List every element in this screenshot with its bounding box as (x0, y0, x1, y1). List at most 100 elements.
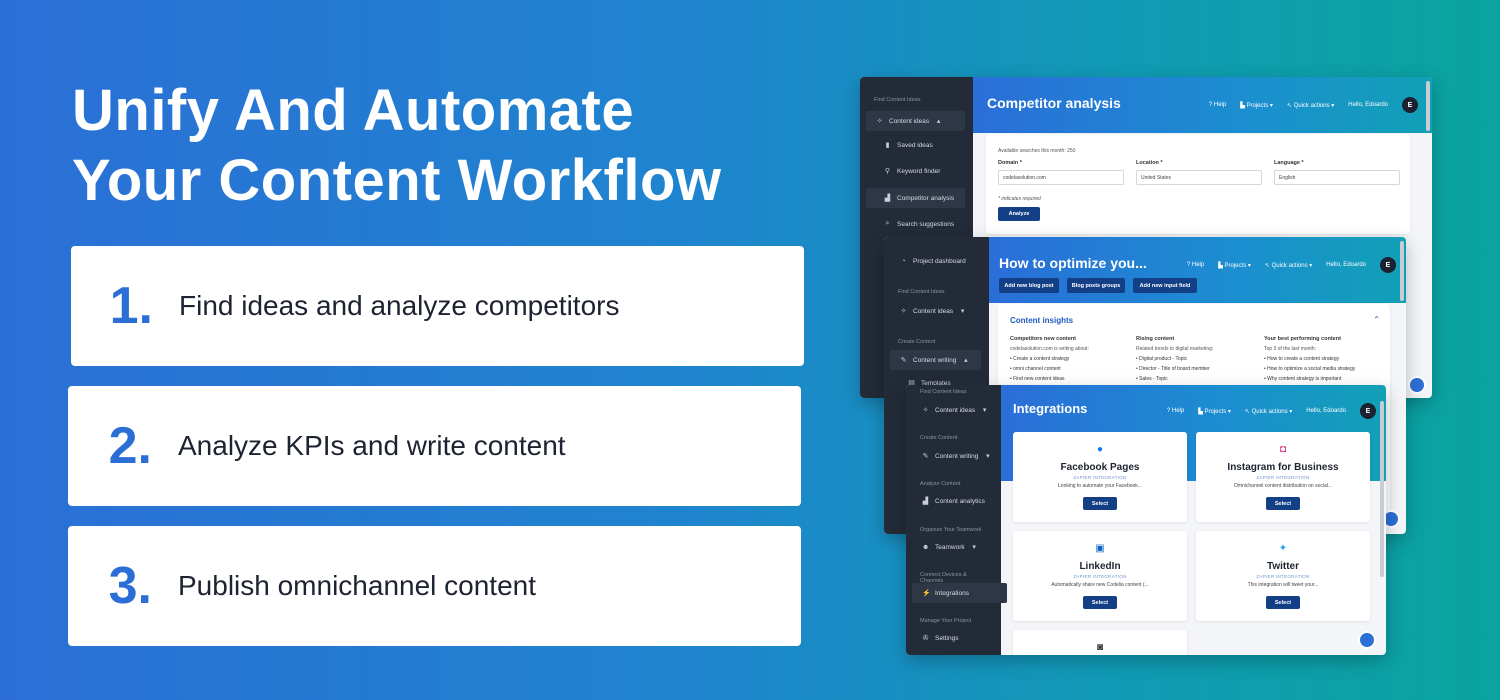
plug-icon: ⚡ (922, 590, 931, 597)
col3-list: • How to create a content strategy • How… (1264, 356, 1355, 386)
sidebar-item-content-writing[interactable]: ✎Content writing▾ (922, 452, 990, 461)
blog-posts-groups-button[interactable]: Blog posts groups (1067, 278, 1125, 293)
col3-heading: Your best performing content (1264, 336, 1341, 342)
sidebar-section-find: Find Content Ideas (898, 289, 945, 295)
chevron-down-icon: ▾ (972, 544, 976, 551)
projects-icon: ▙ (1218, 262, 1223, 269)
step-text: Analyze KPIs and write content (178, 430, 566, 461)
sidebar-item-integrations[interactable]: ⚡Integrations (912, 583, 1007, 603)
integration-desc: Automatically share new Codelia content … (1051, 582, 1149, 588)
select-button[interactable]: Select (1266, 596, 1300, 609)
scrollbar[interactable] (1400, 241, 1404, 301)
lightbulb-icon: ✧ (900, 308, 907, 315)
chevron-down-icon: ▾ (986, 453, 990, 460)
sidebar-section-manage: Manage Your Project (920, 618, 972, 624)
required-note: * indicates required (998, 196, 1041, 202)
col1-heading: Competitors new content (1010, 336, 1077, 342)
sidebar-item-saved-ideas[interactable]: ▮Saved ideas (885, 141, 933, 150)
list-item[interactable]: • Why content strategy is important (1264, 376, 1342, 382)
list-item[interactable]: • How to optimize a social media strateg… (1264, 366, 1356, 372)
step-card-1: 1. Find ideas and analyze competitors (71, 246, 804, 366)
col2-heading: Rising content (1136, 336, 1175, 342)
location-select[interactable]: United States (1136, 170, 1262, 185)
select-button[interactable]: Select (1083, 596, 1117, 609)
chart-icon: ▟ (922, 498, 929, 505)
help-link[interactable]: ? Help (1166, 408, 1185, 414)
select-button[interactable]: Select (1083, 497, 1117, 510)
step-text: Publish omnichannel content (178, 570, 537, 601)
header-nav: ? Help ▙ Projects ▾ ↖ Quick actions ▾ He… (1187, 257, 1396, 273)
sidebar-section-create: Create Content (920, 435, 958, 441)
greeting: Hello, Edoardo (1306, 408, 1346, 414)
facebook-icon: ● (1096, 444, 1104, 455)
chat-icon[interactable] (1408, 376, 1426, 394)
chat-icon[interactable] (1358, 631, 1376, 649)
scrollbar[interactable] (1426, 81, 1430, 131)
integration-name: Facebook Pages (1060, 462, 1140, 473)
list-item[interactable]: • Find new content ideas (1010, 376, 1065, 382)
quick-actions-menu[interactable]: ↖ Quick actions ▾ (1264, 262, 1313, 269)
language-select[interactable]: English (1274, 170, 1400, 185)
list-item[interactable]: • omni channel content (1010, 366, 1061, 372)
bookmark-icon: ▮ (885, 142, 890, 149)
projects-icon: ▙ (1198, 408, 1203, 415)
quick-actions-menu[interactable]: ↖ Quick actions ▾ (1286, 102, 1335, 109)
list-item[interactable]: • How to create a content strategy (1264, 356, 1340, 362)
domain-input[interactable]: codelasolution.com (998, 170, 1124, 185)
sidebar-item-templates[interactable]: ▤Templates (908, 379, 951, 388)
sidebar-section-find: Find Content Ideas (920, 389, 967, 395)
integrations-window: Find Content Ideas ✧Content ideas▾ Creat… (906, 385, 1386, 655)
add-new-blog-post-button[interactable]: Add new blog post (999, 278, 1059, 293)
sidebar-item-project-dashboard[interactable]: ◔Project dashboard (901, 257, 966, 265)
projects-menu[interactable]: ▙ Projects ▾ (1198, 408, 1231, 415)
quick-actions-menu[interactable]: ↖ Quick actions ▾ (1244, 408, 1293, 415)
help-link[interactable]: ? Help (1208, 102, 1227, 108)
select-button[interactable]: Select (1266, 497, 1300, 510)
chevron-up-icon: ▴ (964, 357, 968, 364)
key-icon: ⚲ (884, 168, 891, 175)
sidebar-item-competitor-analysis[interactable]: ▟Competitor analysis (866, 188, 965, 208)
integration-card-twitter: ✦ Twitter ZAPIER INTEGRATION This integr… (1196, 531, 1370, 621)
projects-menu[interactable]: ▙ Projects ▾ (1240, 102, 1273, 109)
list-item[interactable]: • Create a content strategy (1010, 356, 1070, 362)
page-header: Competitor analysis ? Help ▙ Projects ▾ … (973, 77, 1432, 133)
integration-desc: Looking to automate your Facebook... (1058, 483, 1142, 489)
scrollbar[interactable] (1380, 401, 1384, 577)
sidebar-item-settings[interactable]: ✇Settings (922, 634, 959, 643)
integration-name: Instagram for Business (1227, 462, 1339, 473)
page-title: Integrations (1013, 401, 1088, 416)
projects-menu[interactable]: ▙ Projects ▾ (1218, 262, 1251, 269)
sidebar-item-keyword-finder[interactable]: ⚲Keyword finder (884, 167, 941, 176)
avatar[interactable]: E (1360, 403, 1376, 419)
sidebar-item-content-ideas[interactable]: ✧Content ideas▴ (866, 111, 965, 131)
add-new-input-field-button[interactable]: Add new input field (1133, 278, 1197, 293)
sidebar-item-content-writing[interactable]: ✎Content writing▴ (890, 350, 981, 370)
sidebar-section-organize: Organize Your Teamwork (920, 527, 982, 533)
sidebar-item-teamwork[interactable]: ☻Teamwork▾ (922, 543, 976, 552)
sidebar-item-search-suggestions[interactable]: ⌕Search suggestions (885, 220, 955, 228)
avatar[interactable]: E (1402, 97, 1418, 113)
sidebar-item-content-ideas[interactable]: ✧Content ideas▾ (922, 406, 987, 415)
list-item: • Digital product - Topic (1136, 356, 1188, 362)
col2-list: • Digital product - Topic • Director - T… (1136, 356, 1210, 386)
help-link[interactable]: ? Help (1186, 262, 1205, 268)
header-nav: ? Help ▙ Projects ▾ ↖ Quick actions ▾ He… (1167, 403, 1376, 419)
greeting: Hello, Edoardo (1348, 102, 1388, 108)
sidebar-section-connect: Connect Devices & Channels (920, 572, 967, 584)
sidebar-item-content-analytics[interactable]: ▟Content analytics (922, 497, 985, 506)
integration-card-discord: ◙ (1013, 630, 1187, 655)
integration-name: LinkedIn (1079, 561, 1121, 572)
template-icon: ▤ (908, 380, 915, 387)
cursor-icon: ↖ (1286, 102, 1292, 109)
analyze-button[interactable]: Analyze (998, 207, 1040, 221)
location-label: Location * (1136, 160, 1163, 166)
collapse-icon[interactable]: ⌃ (1373, 315, 1380, 324)
avatar[interactable]: E (1380, 257, 1396, 273)
col2-sub: Related trends to digital marketing: (1136, 346, 1214, 352)
search-icon: ⌕ (885, 220, 890, 227)
available-searches: Available searches this month: 250 (998, 148, 1076, 154)
list-item: • Sales - Topic (1136, 376, 1168, 382)
sidebar-item-content-ideas[interactable]: ✧Content ideas▾ (900, 307, 965, 316)
team-icon: ☻ (922, 543, 930, 551)
help-icon: ? (1186, 262, 1191, 268)
